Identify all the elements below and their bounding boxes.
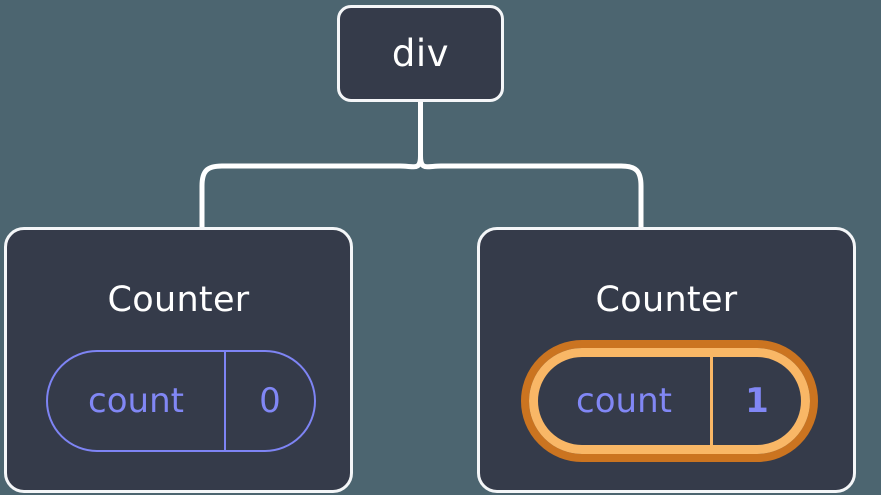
state-pill-count-right-highlighted[interactable]: count 1 — [521, 340, 818, 462]
state-value-label: 0 — [259, 381, 281, 421]
state-key-label: count — [538, 357, 713, 445]
state-value-label: 1 — [745, 381, 769, 421]
state-key-label: count — [48, 352, 226, 450]
node-div[interactable]: div — [337, 5, 504, 102]
node-div-label: div — [391, 32, 450, 75]
node-counter-left[interactable]: Counter count 0 — [4, 227, 353, 493]
state-pill-count-left[interactable]: count 0 — [46, 350, 316, 452]
node-counter-right[interactable]: Counter count 1 — [477, 227, 856, 493]
state-pill-inner-ring: count 1 — [529, 348, 810, 454]
node-counter-right-label: Counter — [595, 280, 738, 320]
node-counter-left-label: Counter — [107, 280, 250, 320]
